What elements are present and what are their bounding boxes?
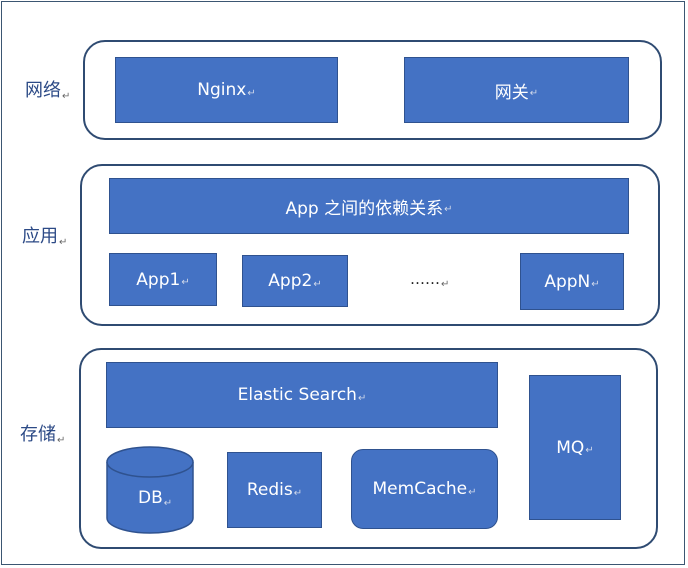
paragraph-mark: ↵ <box>444 203 453 215</box>
app1-box: App1↵ <box>109 253 217 306</box>
elastic-search-label: Elastic Search <box>237 385 357 405</box>
appn-box: AppN↵ <box>520 253 624 310</box>
paragraph-mark: ↵ <box>181 277 190 288</box>
paragraph-mark: ↵ <box>468 486 477 498</box>
mq-box: MQ↵ <box>529 375 621 520</box>
memcache-label: MemCache <box>372 479 468 499</box>
app-dependency-box: App 之间的依赖关系↵ <box>109 178 629 234</box>
gateway-box: 网关↵ <box>404 57 629 123</box>
paragraph-mark: ↵ <box>591 279 600 290</box>
memcache-box: MemCache↵ <box>351 449 498 529</box>
db-cylinder-icon <box>106 446 194 534</box>
paragraph-mark: ↵ <box>313 278 322 290</box>
paragraph-mark: ↵ <box>163 498 173 509</box>
redis-label: Redis <box>246 480 293 500</box>
paragraph-mark: ↵ <box>57 435 66 446</box>
paragraph-mark: ↵ <box>357 392 367 404</box>
nginx-label: Nginx <box>197 80 247 100</box>
paragraph-mark: ↵ <box>293 487 303 499</box>
app2-box: App2↵ <box>242 255 348 307</box>
app1-label: App1 <box>136 269 181 290</box>
storage-layer-label-text: 存储 <box>20 424 56 445</box>
app2-label: App2 <box>268 271 313 291</box>
app-dependency-label: App 之间的依赖关系 <box>285 198 444 219</box>
redis-box: Redis↵ <box>227 452 322 528</box>
paragraph-mark: ↵ <box>441 279 450 290</box>
storage-layer-label: 存储↵ <box>20 424 66 446</box>
application-layer-label: 应用↵ <box>22 226 68 248</box>
nginx-box: Nginx↵ <box>115 57 338 123</box>
network-layer-label-text: 网络 <box>25 80 61 101</box>
paragraph-mark: ↵ <box>62 91 71 102</box>
gateway-label: 网关 <box>494 82 529 103</box>
elastic-search-box: Elastic Search↵ <box>106 362 498 428</box>
application-layer-label-text: 应用 <box>22 226 58 247</box>
mq-label: MQ <box>556 437 585 458</box>
network-layer-label: 网络↵ <box>25 80 71 102</box>
db-label-wrap: DB↵ <box>138 488 173 509</box>
app-ellipsis: ……↵ <box>410 270 450 290</box>
paragraph-mark: ↵ <box>529 87 539 99</box>
app-ellipsis-text: …… <box>410 270 440 288</box>
paragraph-mark: ↵ <box>585 445 594 456</box>
paragraph-mark: ↵ <box>247 87 256 99</box>
db-label: DB <box>138 488 163 508</box>
paragraph-mark: ↵ <box>59 237 68 248</box>
appn-label: AppN <box>544 271 591 292</box>
